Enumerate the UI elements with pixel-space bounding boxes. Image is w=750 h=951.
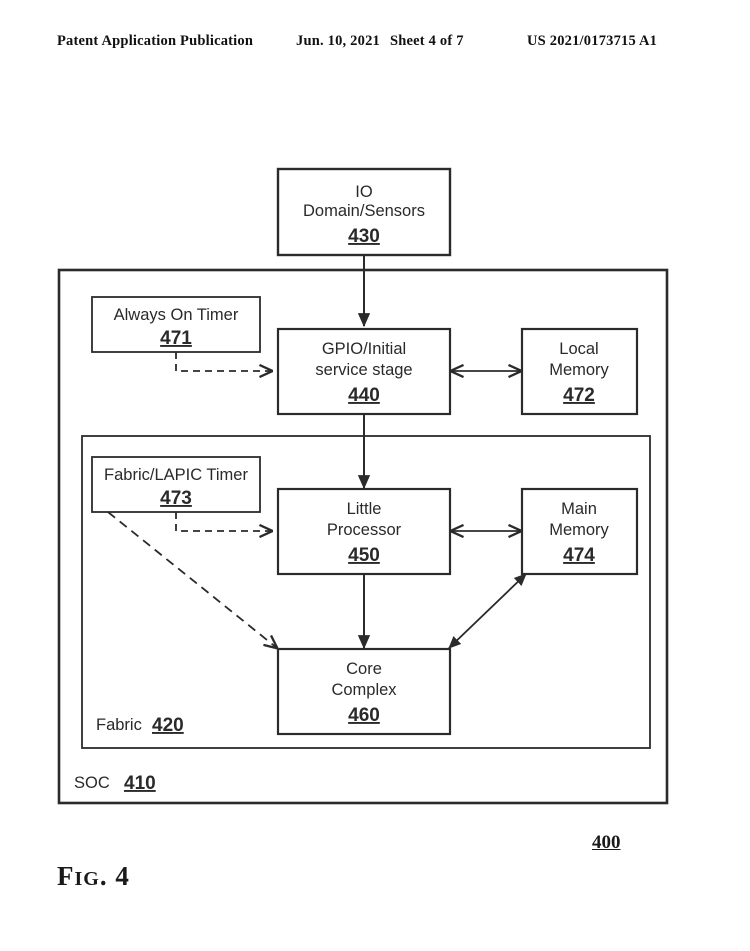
connector-lapic-timer-to-little-processor xyxy=(175,512,272,531)
block-io-domain-sensors-line2: Domain/Sensors xyxy=(303,202,425,220)
block-core-complex-line1: Core xyxy=(346,660,382,678)
block-fabric-lapic-timer-ref: 473 xyxy=(160,488,192,509)
block-core-complex-ref: 460 xyxy=(348,705,380,726)
block-little-processor-ref: 450 xyxy=(348,545,380,566)
block-local-memory-line1: Local xyxy=(559,340,598,358)
soc-container-label: SOC xyxy=(74,774,110,792)
header-sheet: Sheet 4 of 7 xyxy=(390,33,464,49)
figure-caption-ig: IG xyxy=(74,868,100,890)
block-gpio-initial-service-stage-box xyxy=(276,327,452,416)
header-patent-number: US 2021/0173715 A1 xyxy=(527,33,658,49)
block-gpio-initial-service-stage-line2: service stage xyxy=(315,361,412,379)
block-always-on-timer-box xyxy=(91,296,261,353)
block-gpio-initial-service-stage[interactable]: GPIO/Initial service stage 440 xyxy=(276,327,452,416)
block-io-domain-sensors-box xyxy=(276,167,452,257)
block-io-domain-sensors-line1: IO xyxy=(355,183,373,201)
block-little-processor-box xyxy=(276,487,452,576)
block-main-memory-box xyxy=(520,487,639,576)
block-always-on-timer[interactable]: Always On Timer 471 xyxy=(91,296,261,353)
fabric-container xyxy=(81,435,651,749)
connector-lapic-timer-to-core-complex xyxy=(107,511,277,648)
block-little-processor-line1: Little xyxy=(347,500,382,518)
block-local-memory[interactable]: Local Memory 472 xyxy=(520,327,639,416)
block-gpio-initial-service-stage-line1: GPIO/Initial xyxy=(322,340,406,358)
figure-caption-rest: . 4 xyxy=(99,861,130,891)
block-always-on-timer-line1: Always On Timer xyxy=(114,306,239,324)
block-main-memory-ref: 474 xyxy=(563,545,595,566)
block-fabric-lapic-timer[interactable]: Fabric/LAPIC Timer 473 xyxy=(91,456,261,513)
block-main-memory-line2: Memory xyxy=(549,521,609,539)
block-gpio-initial-service-stage-ref: 440 xyxy=(348,385,380,406)
block-core-complex-box xyxy=(276,647,452,736)
fabric-container-ref: 420 xyxy=(152,715,184,736)
soc-container-ref: 410 xyxy=(124,773,156,794)
header-publication: Patent Application Publication xyxy=(57,33,254,49)
block-io-domain-sensors-ref: 430 xyxy=(348,226,380,247)
block-always-on-timer-ref: 471 xyxy=(160,328,192,349)
block-little-processor-line2: Processor xyxy=(327,521,402,539)
block-io-domain-sensors[interactable]: IO Domain/Sensors 430 xyxy=(276,167,452,257)
block-little-processor[interactable]: Little Processor 450 xyxy=(276,487,452,576)
block-core-complex[interactable]: Core Complex 460 xyxy=(276,647,452,736)
block-main-memory-line1: Main xyxy=(561,500,597,518)
block-fabric-lapic-timer-box xyxy=(91,456,261,513)
block-main-memory[interactable]: Main Memory 474 xyxy=(520,487,639,576)
figure-caption: FIG. 4 xyxy=(57,861,130,892)
block-local-memory-line2: Memory xyxy=(549,361,609,379)
block-local-memory-box xyxy=(520,327,639,416)
block-core-complex-line2: Complex xyxy=(331,681,397,699)
block-fabric-lapic-timer-line1: Fabric/LAPIC Timer xyxy=(104,466,248,484)
patent-header: Patent Application Publication Jun. 10, … xyxy=(0,33,750,55)
figure-caption-f: F xyxy=(57,861,75,891)
connector-always-on-timer-to-gpio xyxy=(175,352,272,371)
overall-reference-400: 400 xyxy=(592,832,621,853)
connector-core-complex-main-memory xyxy=(448,573,527,649)
header-date: Jun. 10, 2021 xyxy=(296,33,380,49)
block-local-memory-ref: 472 xyxy=(563,385,595,406)
fabric-container-label: Fabric xyxy=(96,716,142,734)
